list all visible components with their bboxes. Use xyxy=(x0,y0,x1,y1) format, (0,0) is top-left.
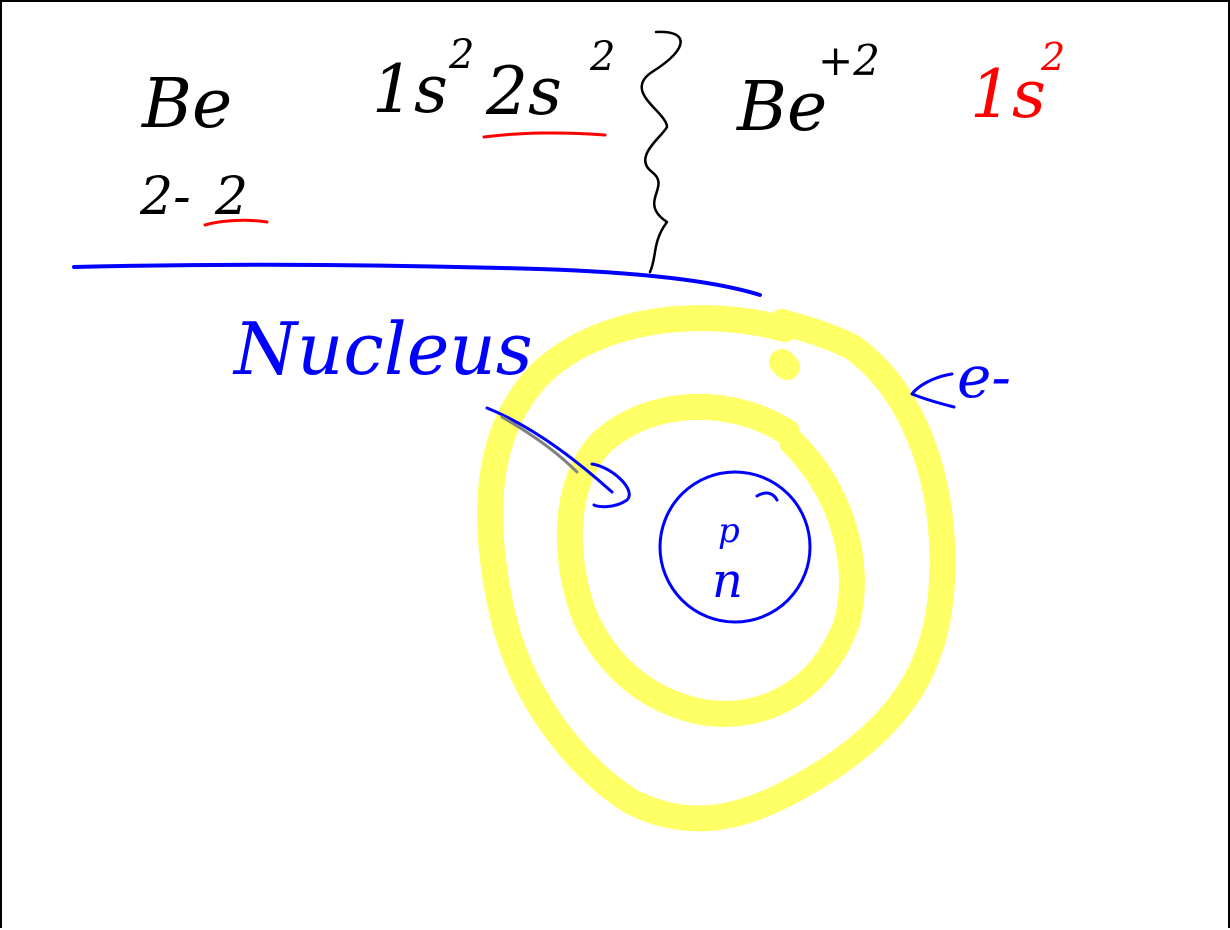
neutron-label: n xyxy=(712,553,743,609)
config-2s-superscript: 2 xyxy=(589,34,615,80)
ion-charge-text: +2 xyxy=(818,36,880,85)
config-1s-text: 1s xyxy=(372,51,448,128)
nucleus-pointer-arrow xyxy=(485,406,614,494)
electron-label: e- xyxy=(957,343,1011,411)
nucleus-pointer-gray-segment xyxy=(500,415,579,474)
config-2s-underline xyxy=(482,131,607,139)
outer-electron-shell xyxy=(477,305,956,832)
nucleus-arrow-tick xyxy=(755,491,779,502)
config-1s-superscript: 2 xyxy=(448,32,474,78)
ion-symbol-text: Be xyxy=(735,68,827,147)
blue-divider-line xyxy=(72,262,762,297)
nucleus-circle xyxy=(658,470,812,624)
ion-config-text: 1s xyxy=(970,56,1046,133)
wavy-separator xyxy=(640,30,682,274)
arithmetic-right-text: 2 xyxy=(214,167,248,227)
inner-electron-shell xyxy=(556,393,865,727)
ion-config-superscript: 2 xyxy=(1040,35,1065,79)
config-2s-text: 2s xyxy=(485,53,562,130)
electron-shells xyxy=(477,305,956,832)
electron-pointer-arrow xyxy=(910,372,956,409)
element-symbol-text: Be xyxy=(140,65,232,144)
outer-shell-end-dot xyxy=(769,349,800,380)
arithmetic-red-underline xyxy=(203,218,269,227)
electron-configuration-notes: Be 1s 2 2s 2 Be +2 1s 2 2- 2 xyxy=(139,30,1065,274)
nucleus-label: Nucleus xyxy=(232,307,533,391)
proton-label: p xyxy=(718,511,740,551)
nucleus-pointer-hook xyxy=(590,462,631,509)
atom-diagram-labels: Nucleus p n e- xyxy=(232,307,1011,624)
arithmetic-left-text: 2- xyxy=(139,167,191,227)
